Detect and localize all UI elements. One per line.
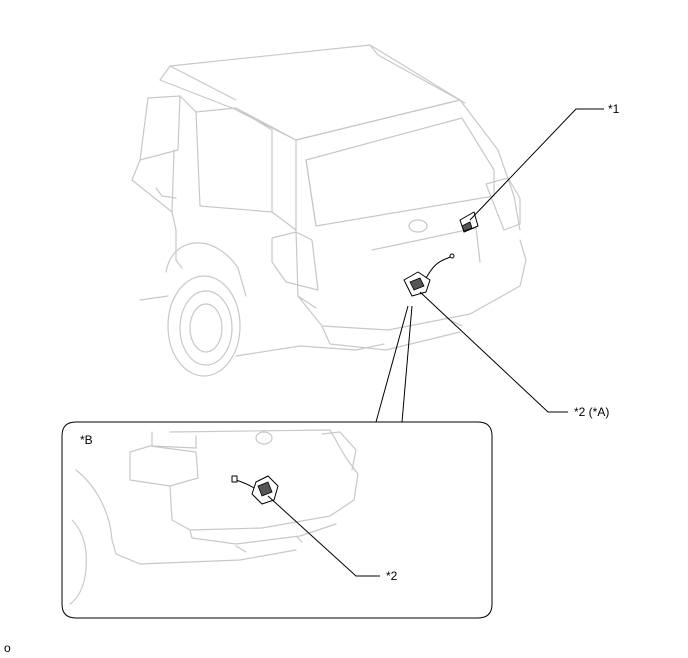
zoom-line-right	[401, 305, 413, 423]
leader-line-2	[267, 495, 380, 577]
inset-vehicle-illustration	[69, 429, 359, 605]
leader-line-2a	[419, 291, 568, 413]
callout-inset-b: *B	[80, 433, 93, 447]
part-2-switch	[403, 253, 455, 297]
illustration-code: o	[4, 641, 11, 655]
inset-part-2-switch	[231, 475, 279, 505]
leader-line-1	[469, 108, 604, 221]
callout-2: *2	[386, 569, 398, 583]
vehicle-illustration	[131, 44, 527, 377]
callout-2a: *2 (*A)	[574, 405, 609, 419]
inset-frame	[61, 421, 493, 619]
zoom-line-left	[375, 305, 409, 423]
callout-1: *1	[608, 102, 620, 116]
